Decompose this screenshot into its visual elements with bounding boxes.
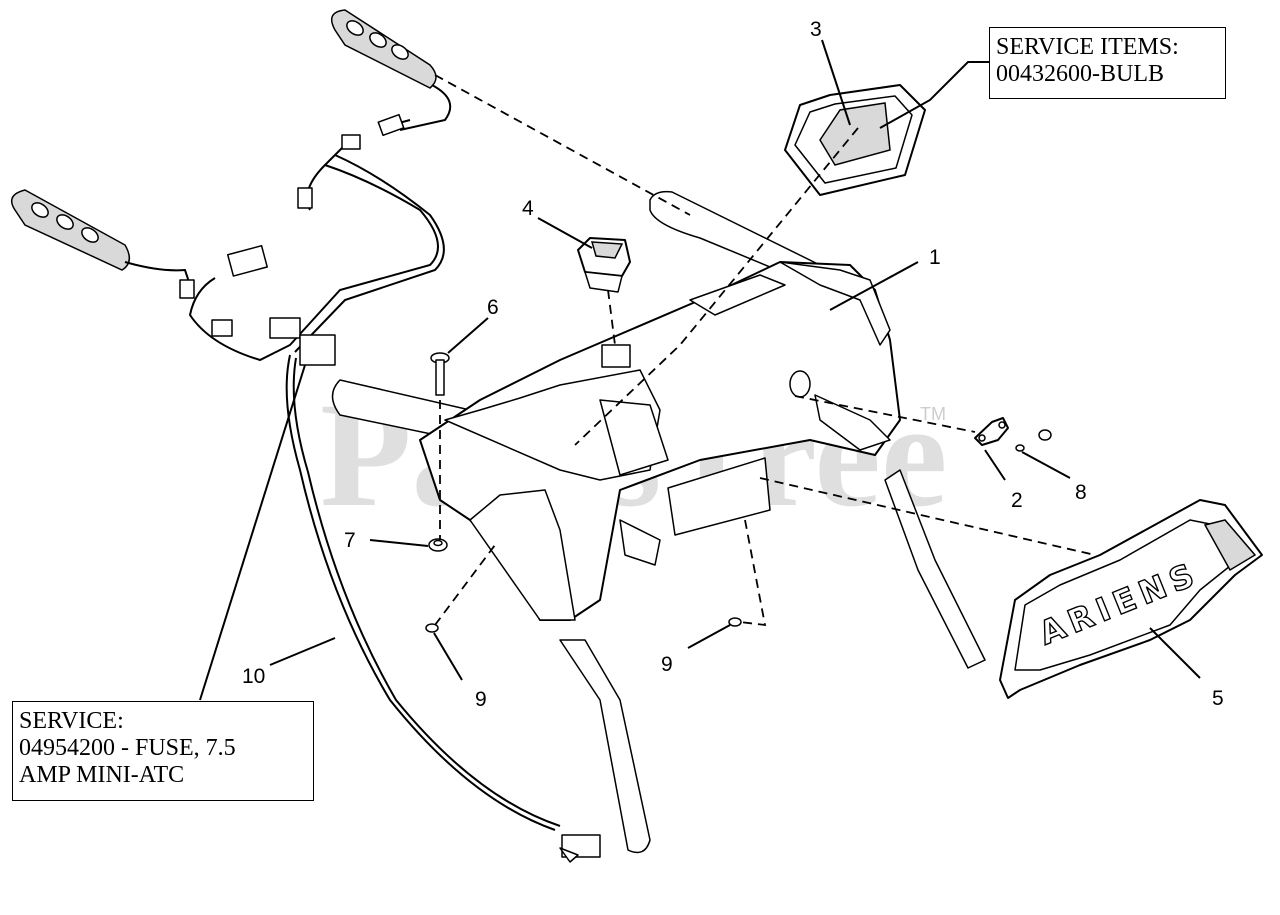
service-fuse-line2: 04954200 - FUSE, 7.5 [19,735,236,761]
callout-9a: 9 [475,688,487,711]
nut-7 [428,538,448,552]
service-fuse-line3: AMP MINI-ATC [19,762,185,788]
assembly-lines [434,74,1096,627]
screw-9a [425,623,439,633]
rocker-switch [577,237,631,293]
left-handle-tube [331,379,651,854]
callout-6: 6 [487,296,499,319]
service-items-box: SERVICE ITEMS: 00432600-BULB [989,27,1226,99]
callout-8: 8 [1075,481,1087,504]
dash-panel [419,261,901,621]
service-fuse-box: SERVICE: 04954200 - FUSE, 7.5 AMP MINI-A… [12,701,314,801]
callout-9b: 9 [661,653,673,676]
callout-4: 4 [522,197,534,220]
callout-2: 2 [1011,489,1023,512]
nut-8 [1015,429,1052,452]
service-items-line2: 00432600-BULB [996,61,1164,87]
callout-3: 3 [810,18,822,41]
upper-grip [330,9,437,89]
service-items-line1: SERVICE ITEMS: [996,34,1179,60]
ariens-badge: ARIENS [999,499,1263,699]
bolt [430,352,450,396]
watermark-tm: TM [920,404,946,424]
callout-5: 5 [1212,687,1224,710]
headlight [784,84,926,196]
bracket [974,417,1009,446]
lower-grip [10,189,131,271]
callout-leaders [199,39,1201,701]
screw-9b [728,617,742,627]
wire-harness [124,84,601,863]
callout-7: 7 [344,529,356,552]
service-fuse-line1: SERVICE: [19,708,124,734]
callout-1: 1 [929,246,941,269]
callout-10: 10 [242,665,265,688]
